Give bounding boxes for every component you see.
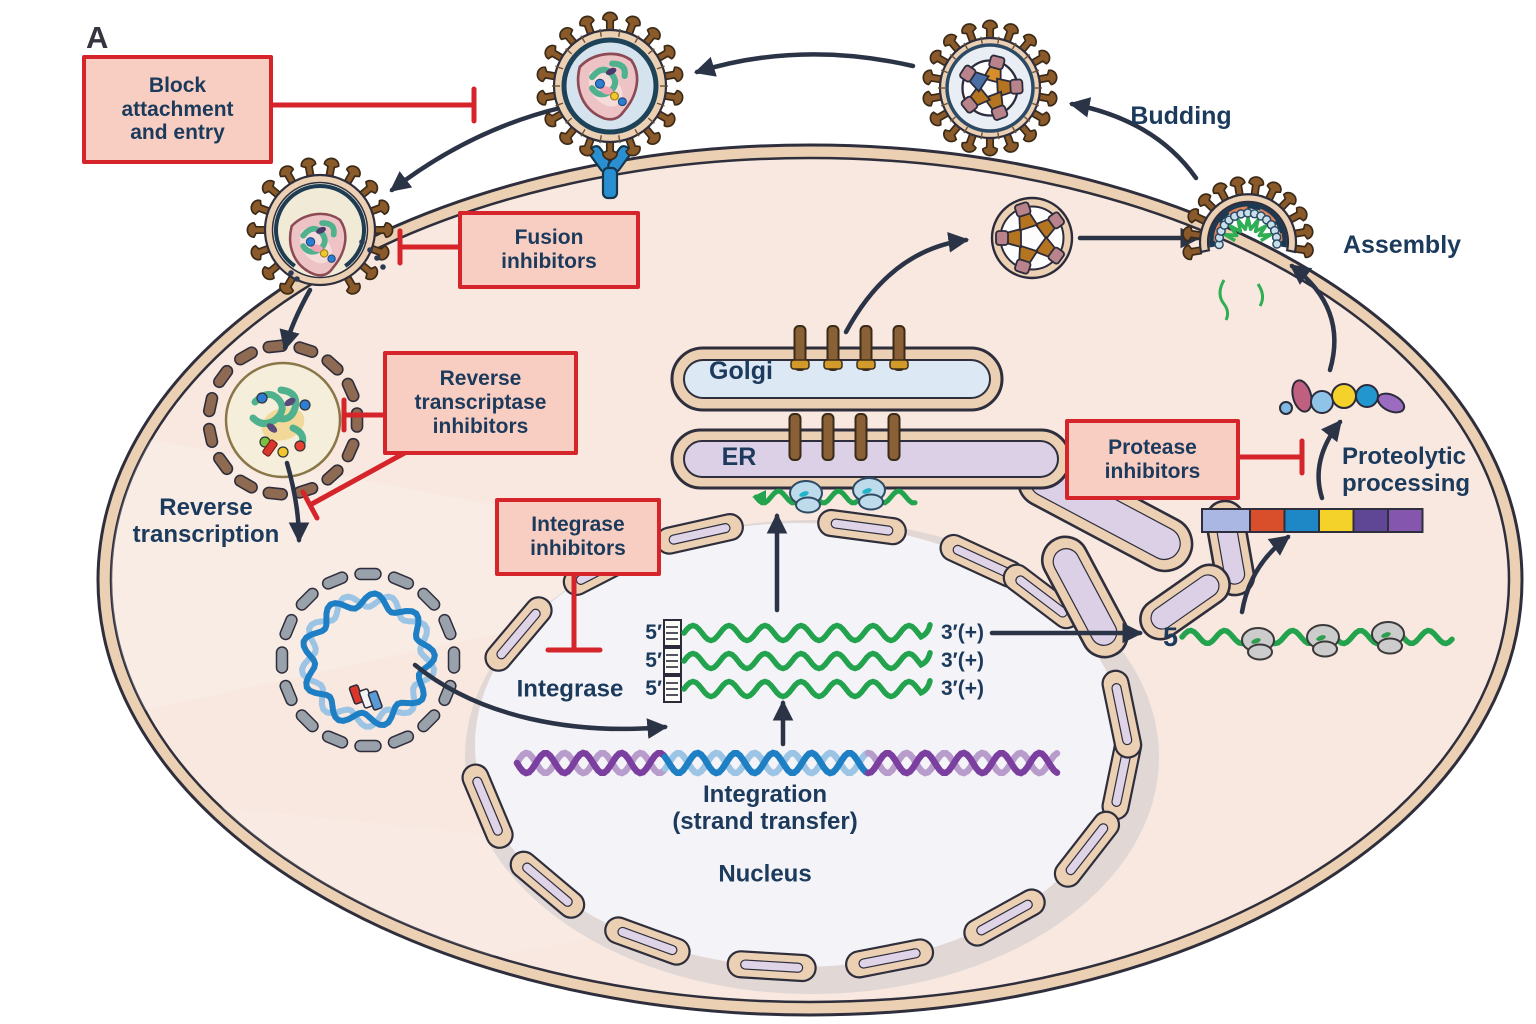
panel-label: A	[86, 20, 109, 55]
nucleus-body	[465, 520, 1159, 994]
stage-label-proteolytic-processing: Proteolytic processing	[1342, 443, 1471, 498]
circular-viral-dna	[275, 567, 461, 753]
released-immature-virion	[922, 19, 1058, 157]
inhibition-tbars	[265, 86, 1305, 653]
inhibitor-box-protease: Protease inhibitors	[1065, 419, 1240, 500]
inhibitor-box-label: Integrase inhibitors	[530, 513, 626, 560]
nucleus-label: Nucleus	[718, 860, 812, 888]
integrated-provirus-dna	[513, 749, 1061, 777]
processed-protein-chain	[1279, 379, 1406, 415]
stage-label-integration: Integration (strand transfer)	[672, 780, 858, 835]
flow-arrows	[279, 52, 1343, 747]
organelle-label-er: ER	[721, 442, 757, 471]
rna-five-prime-label-3: 5′	[645, 677, 662, 701]
transport-vesicle	[990, 196, 1074, 280]
mature-virion	[536, 11, 684, 161]
inhibitor-box-reverse-transcriptase: Reverse transcriptase inhibitors	[383, 351, 578, 455]
polyprotein-bar	[1201, 508, 1424, 533]
rna-three-prime-label-1: 3′(+)	[941, 621, 984, 645]
inhibitor-box-label: Block attachment and entry	[121, 73, 234, 145]
stage-label-budding: Budding	[1130, 101, 1232, 130]
stage-label-reverse-transcription: Reverse transcription	[132, 493, 280, 548]
cd4-receptor-icon	[588, 145, 632, 200]
viral-rna-transcripts	[663, 619, 933, 703]
inhibitor-box-label: Protease inhibitors	[1104, 435, 1201, 483]
genome-five-prime-label: 5	[1162, 621, 1178, 652]
golgi-apparatus	[670, 325, 1004, 412]
rna-five-prime-label-1: 5′	[645, 621, 662, 645]
rna-five-prime-label-2: 5′	[645, 649, 662, 673]
inhibitor-box-label: Reverse transcriptase inhibitors	[414, 367, 547, 438]
cytoplasmic-genome-rna	[1179, 621, 1455, 661]
inhibitor-box-block-attachment: Block attachment and entry	[82, 55, 273, 164]
uncoated-capsid	[202, 339, 364, 501]
inhibitor-box-integrase: Integrase inhibitors	[495, 498, 661, 576]
inhibitor-box-fusion: Fusion inhibitors	[458, 211, 640, 289]
fusing-virion	[246, 157, 394, 295]
enzyme-label-integrase: Integrase	[516, 675, 624, 703]
budding-virion	[1182, 176, 1314, 321]
inhibitor-box-label: Fusion inhibitors	[501, 226, 597, 273]
rna-three-prime-label-2: 3′(+)	[941, 649, 984, 673]
er-ribosomes-mrna	[752, 477, 918, 514]
rna-three-prime-label-3: 3′(+)	[941, 677, 984, 701]
organelle-label-golgi: Golgi	[709, 356, 773, 385]
stage-label-assembly: Assembly	[1342, 230, 1462, 259]
nuclear-envelope	[461, 508, 1143, 983]
